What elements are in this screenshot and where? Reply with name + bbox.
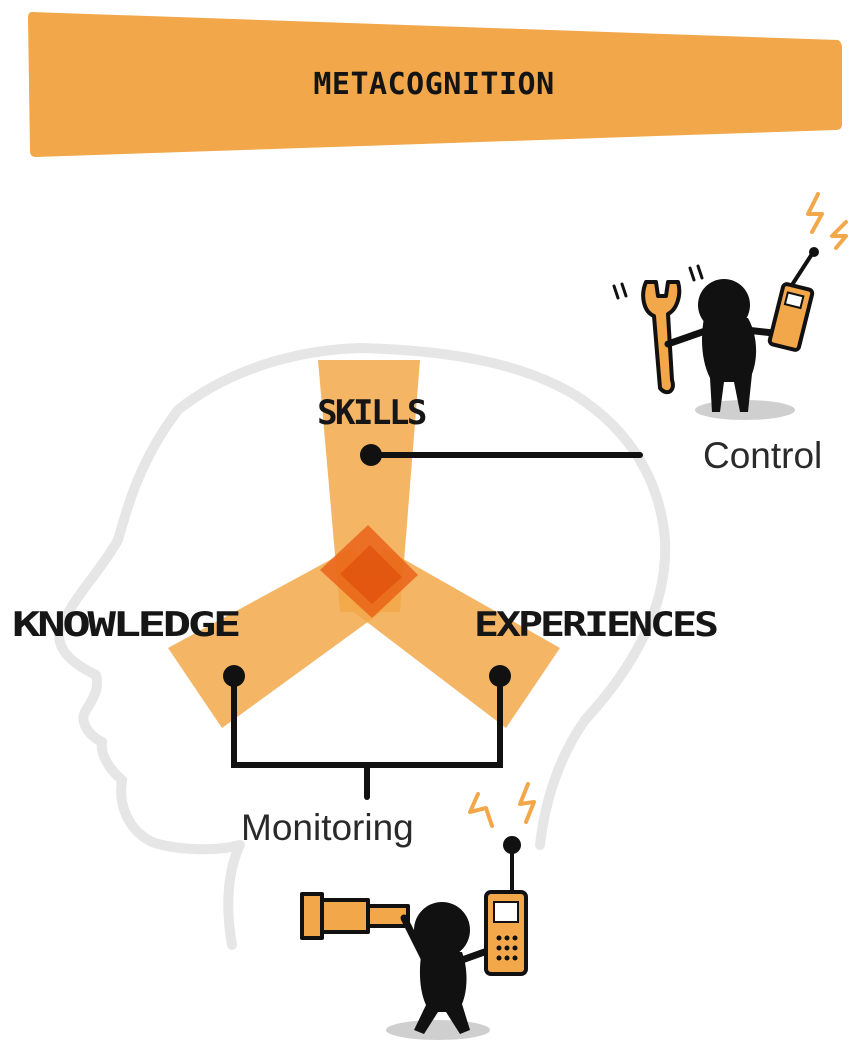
control-figure-body	[702, 318, 757, 412]
motion-marks	[612, 264, 704, 300]
center-overlap-core	[340, 545, 402, 604]
monitoring-label: Monitoring	[241, 807, 414, 848]
connectors	[231, 452, 643, 800]
lightning-icon	[806, 192, 848, 250]
lightning-icon	[468, 782, 536, 828]
title-banner: METACOGNITION	[28, 12, 842, 157]
head-outline	[54, 343, 671, 950]
wrench-icon	[641, 280, 682, 395]
telescope-icon	[300, 892, 410, 940]
monitoring-figure-body	[414, 950, 470, 1034]
figure-with-wrench-and-walkie-talkie-icon	[612, 192, 848, 420]
figure-with-telescope-and-walkie-talkie-icon	[300, 782, 536, 1040]
experiences-dot	[489, 665, 511, 687]
connector-dots	[223, 444, 511, 687]
banner-shape	[28, 12, 842, 157]
knowledge-dot	[223, 665, 245, 687]
skills-dot	[360, 444, 382, 466]
control-label: Control	[703, 435, 822, 476]
monitoring-figure-head	[414, 902, 470, 958]
skills-label: SKILLS	[317, 393, 426, 433]
monitoring-figure-shadow	[386, 1020, 490, 1040]
knowledge-arm	[168, 548, 398, 728]
knowledge-label: KNOWLEDGE	[12, 605, 239, 645]
experiences-label: EXPERIENCES	[474, 605, 717, 645]
banner-title: METACOGNITION	[313, 67, 554, 102]
